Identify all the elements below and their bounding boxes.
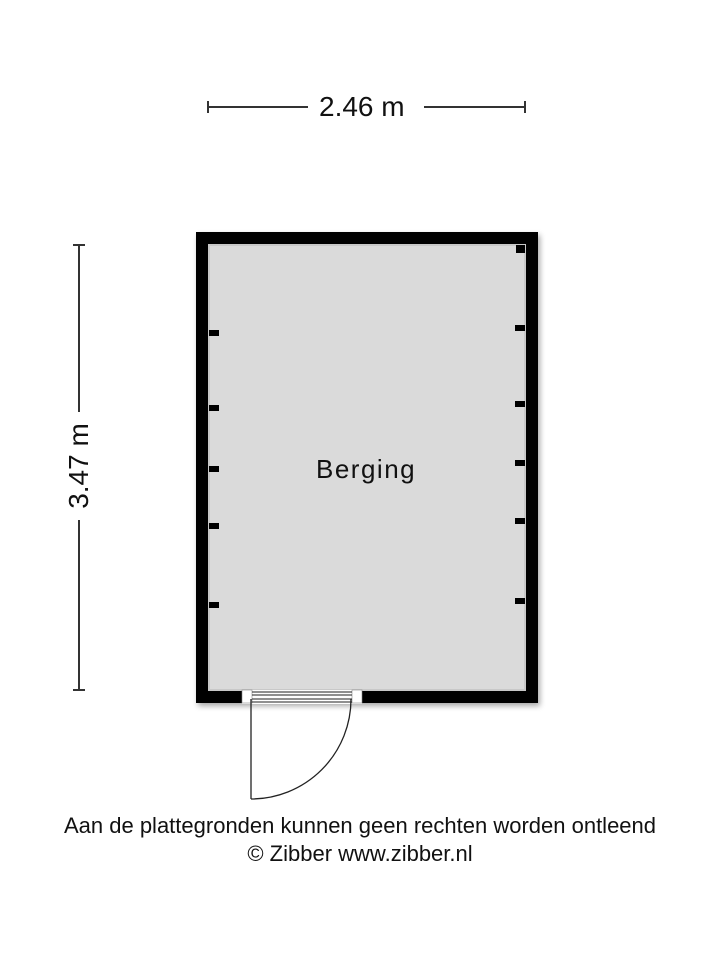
copyright-text: © Zibber www.zibber.nl — [247, 841, 473, 866]
left-wall-posts — [209, 330, 219, 608]
width-dimension-line — [207, 101, 526, 113]
disclaimer-text: Aan de plattegronden kunnen geen rechten… — [63, 813, 657, 838]
room-berging — [196, 232, 538, 703]
height-dimension-line — [73, 244, 85, 691]
wall-notch — [516, 245, 525, 253]
door-opening — [241, 689, 363, 704]
width-dimension-label: 2.46 m — [319, 91, 405, 122]
door-swing-icon — [250, 698, 352, 800]
room-name-label: Berging — [316, 454, 417, 484]
right-wall-posts — [515, 325, 525, 604]
height-dimension-label: 3.47 m — [63, 423, 94, 509]
